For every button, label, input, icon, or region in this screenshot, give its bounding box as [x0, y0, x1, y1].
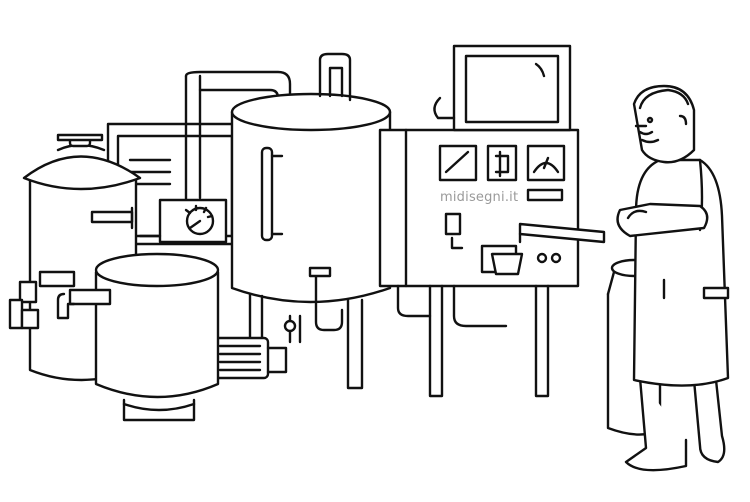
worker-figure	[618, 86, 728, 470]
control-cabinet	[380, 46, 604, 396]
watermark-text: midisegni.it	[440, 190, 519, 205]
pump-motor	[212, 338, 286, 378]
front-short-tank	[58, 254, 218, 420]
central-storage-tank	[232, 54, 390, 388]
pressure-gauge	[140, 72, 290, 242]
